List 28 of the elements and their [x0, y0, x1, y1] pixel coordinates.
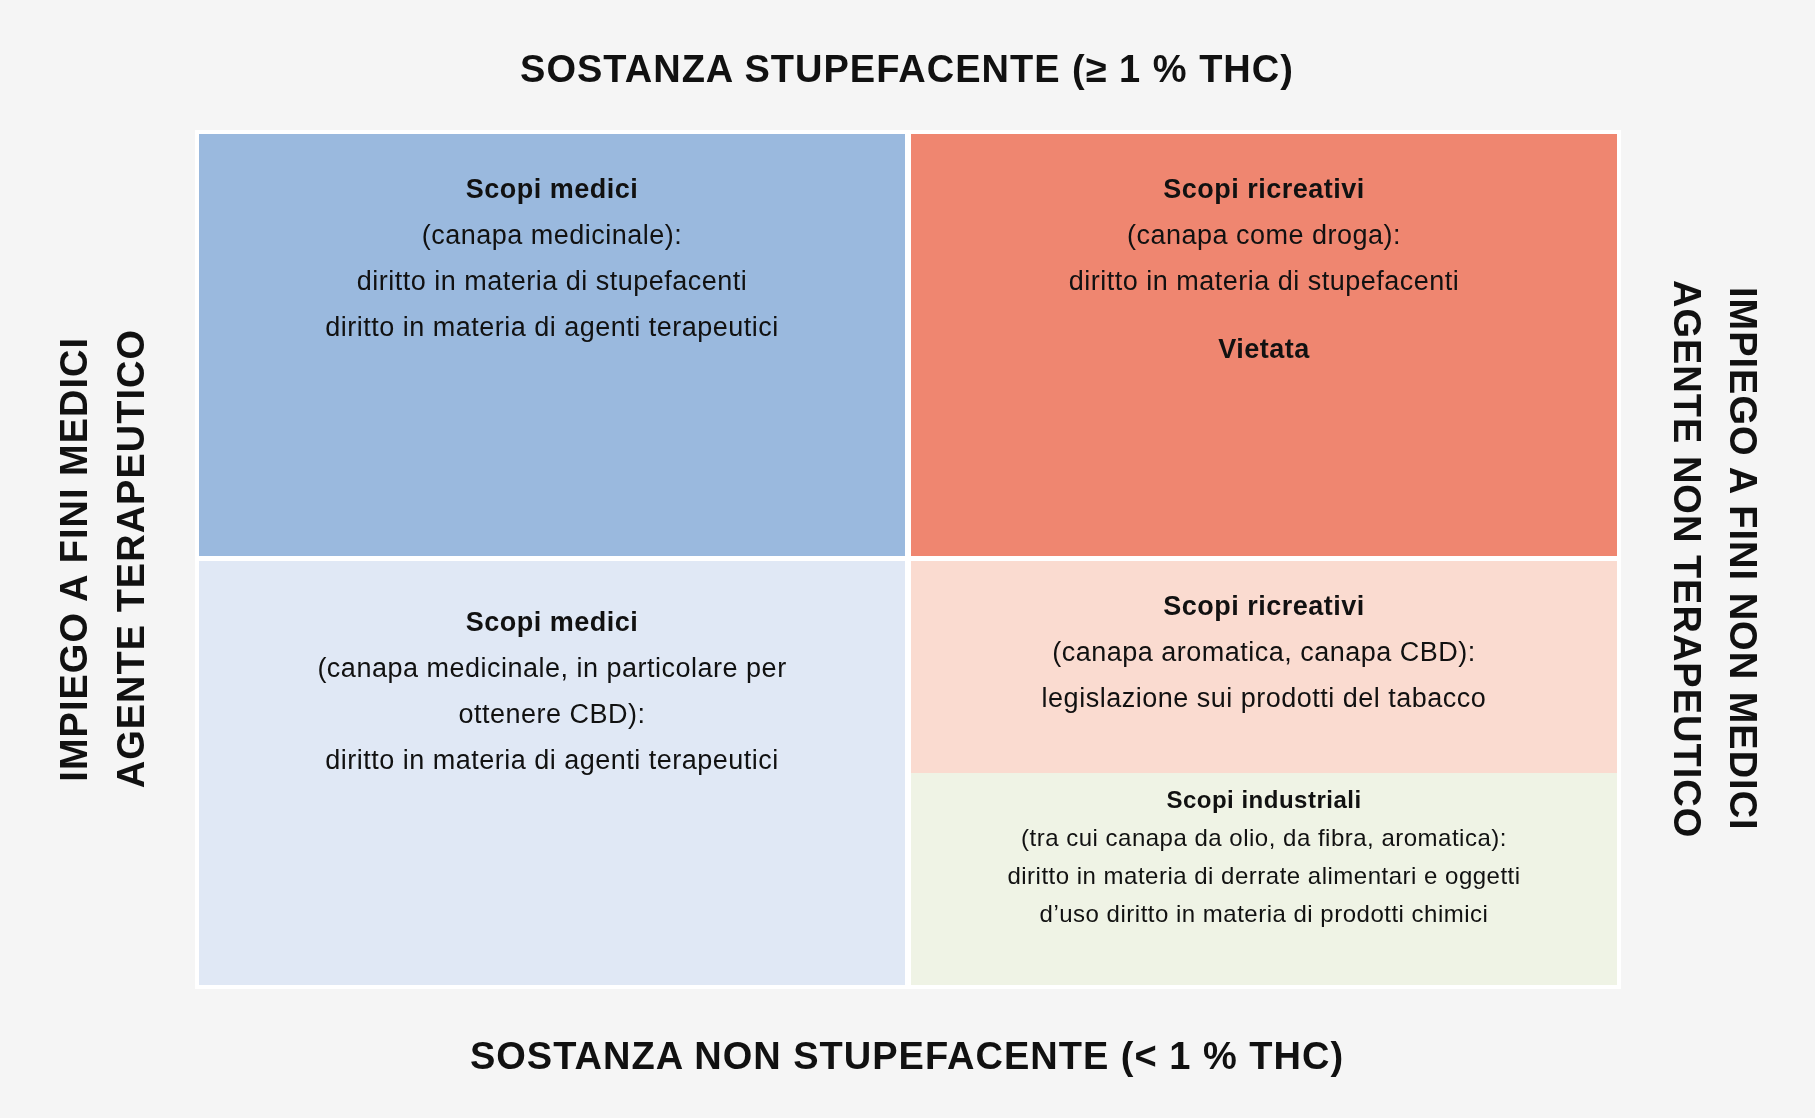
quadrant-text: (canapa come droga):: [1126, 219, 1402, 252]
quadrant-text: diritto in materia di agenti terapeutici: [325, 744, 779, 777]
quadrant-text: (tra cui canapa da olio, da fibra, aromatica):: [1021, 823, 1507, 853]
quadrant-box: [911, 561, 1617, 773]
quadrant-box: [911, 134, 1617, 556]
quadrant-text: diritto in materia di derrate alimentari e oggetti d’uso diritto in materia di prodotti chimici: [1006, 861, 1522, 929]
quadrant-text: diritto in materia di stupefacenti: [1068, 265, 1460, 298]
axis-label: IMPIEGO A FINI MEDICI: [52, 336, 96, 782]
quadrant-text: legislazione sui prodotti del tabacco: [1041, 682, 1487, 715]
axis-label: SOSTANZA NON STUPEFACENTE (< 1 % THC): [469, 1034, 1345, 1078]
axis-label: SOSTANZA STUPEFACENTE (≥ 1 % THC): [520, 47, 1294, 91]
quadrant-box: [199, 561, 905, 985]
status-text: Vietata: [1218, 333, 1310, 366]
quadrant-heading: Scopi ricreativi: [1163, 590, 1365, 623]
quadrant-text: diritto in materia di agenti terapeutici: [325, 311, 779, 344]
quadrant-box: [911, 773, 1617, 985]
quadrant-heading: Scopi medici: [465, 173, 639, 206]
axis-label: IMPIEGO A FINI NON MEDICI: [1720, 287, 1764, 831]
quadrant-heading: Scopi medici: [465, 606, 639, 639]
quadrant-text: (canapa aromatica, canapa CBD):: [1052, 636, 1476, 669]
quadrant-text: (canapa medicinale):: [421, 219, 683, 252]
axis-label: AGENTE TERAPEUTICO: [109, 329, 153, 789]
quadrant-box: [199, 134, 905, 556]
quadrant-text: (canapa medicinale, in particolare per ottenere CBD):: [316, 652, 788, 731]
quadrant-text: diritto in materia di stupefacenti: [356, 265, 748, 298]
axis-label: AGENTE NON TERAPEUTICO: [1664, 279, 1708, 839]
quadrant-heading: Scopi industriali: [1166, 785, 1362, 815]
quadrant-heading: Scopi ricreativi: [1163, 173, 1365, 206]
